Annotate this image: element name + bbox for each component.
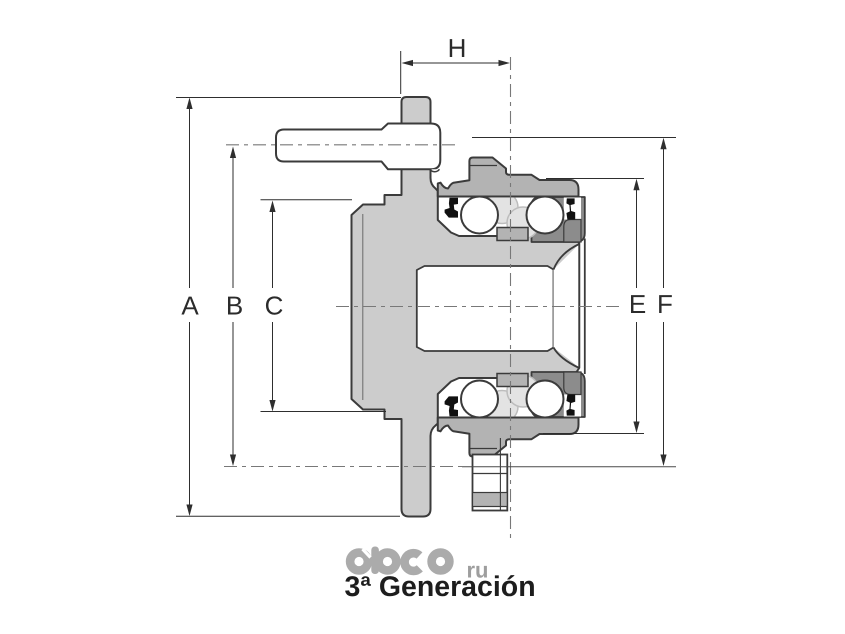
- svg-text:A: A: [181, 291, 199, 321]
- svg-text:C: C: [265, 291, 284, 321]
- svg-text:ru: ru: [467, 558, 489, 583]
- svg-text:F: F: [657, 289, 673, 319]
- svg-text:H: H: [448, 33, 467, 63]
- svg-text:B: B: [226, 291, 243, 321]
- svg-text:3ª Generación: 3ª Generación: [345, 571, 536, 603]
- svg-text:E: E: [629, 289, 646, 319]
